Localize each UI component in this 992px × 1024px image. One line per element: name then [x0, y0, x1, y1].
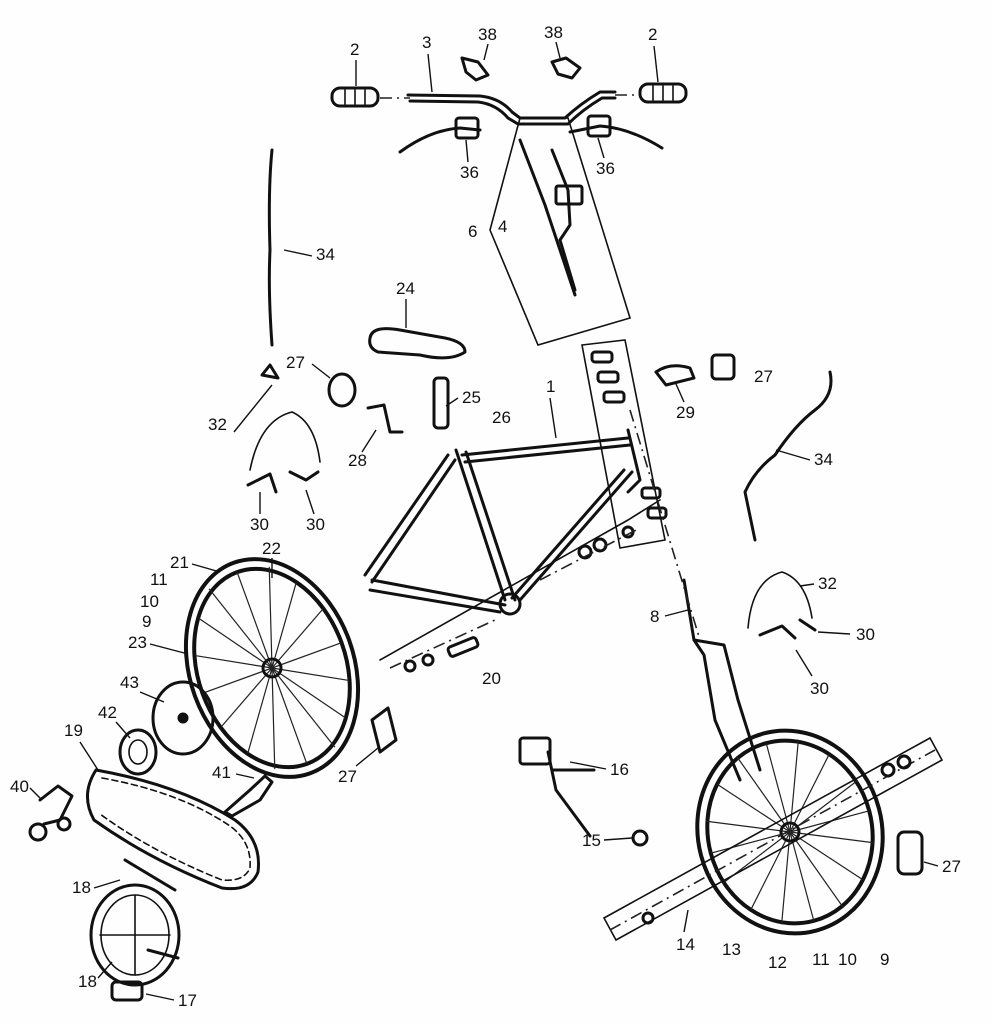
chainring [89, 883, 181, 987]
grip-left [330, 86, 380, 108]
saddle [368, 327, 467, 360]
callout-2-right: 2 [648, 25, 657, 44]
frame [363, 428, 642, 616]
front-brake-cable [743, 370, 833, 542]
callout-25: 25 [462, 388, 481, 407]
callout-9-front: 9 [880, 950, 889, 969]
callout-2-left: 2 [350, 40, 359, 59]
callout-11-front: 11 [812, 950, 830, 969]
kickstand-nut [631, 829, 649, 847]
callout-36-right: 36 [596, 159, 615, 178]
reflector-front [710, 353, 736, 381]
rear-wheel [183, 557, 361, 779]
front-derailleur [223, 774, 274, 818]
brake-lever-right [568, 114, 664, 150]
callout-27-rear: 27 [338, 767, 357, 786]
callout-34-front: 34 [814, 450, 833, 469]
grip-right [638, 82, 688, 104]
callout-3: 3 [422, 33, 431, 52]
callout-41: 41 [212, 763, 231, 782]
callout-38-right: 38 [544, 23, 563, 42]
callout-28: 28 [348, 451, 367, 470]
callout-8: 8 [650, 607, 659, 626]
callout-43: 43 [120, 673, 139, 692]
callout-10-rear: 10 [140, 592, 159, 611]
callout-13: 13 [722, 940, 741, 959]
callout-21: 21 [170, 553, 189, 572]
shifter-left [460, 56, 490, 82]
stem [489, 117, 632, 346]
handlebar [380, 90, 640, 126]
callout-30-d: 30 [810, 679, 829, 698]
rear-caliper [246, 363, 321, 494]
callout-34-rear: 34 [316, 245, 335, 264]
callout-26: 26 [492, 408, 511, 427]
freewheel-disc [151, 680, 215, 756]
callout-12: 12 [768, 953, 787, 972]
callout-15: 15 [582, 831, 601, 850]
chain [86, 768, 261, 891]
seat-post [432, 376, 450, 430]
shifter-right [550, 56, 582, 80]
callout-29: 29 [676, 403, 695, 422]
callout-10-front: 10 [838, 950, 857, 969]
rear-reflector-bracket [370, 706, 398, 754]
rear-sprocket [118, 728, 158, 776]
callout-labels: 1 2 2 3 4 6 8 9 9 10 10 11 11 12 13 14 1… [10, 23, 961, 1010]
reflector-seat [327, 372, 357, 408]
callout-14: 14 [676, 935, 695, 954]
callout-38-left: 38 [478, 25, 497, 44]
rear-brake-cable [267, 148, 274, 347]
reflector-wheel [896, 830, 924, 876]
callout-9-rear: 9 [142, 612, 151, 631]
bottom-bracket-parts [379, 499, 661, 673]
callout-40: 40 [10, 777, 29, 796]
callout-11-rear: 11 [150, 570, 168, 589]
callout-6: 6 [468, 222, 477, 241]
front-caliper [747, 571, 817, 640]
crank-arm [123, 858, 180, 960]
callout-36-left: 36 [460, 163, 479, 182]
callout-1: 1 [546, 377, 555, 396]
callout-17: 17 [178, 991, 197, 1010]
pedal [110, 980, 144, 1002]
callout-16: 16 [610, 760, 629, 779]
front-reflector-bracket [654, 364, 696, 387]
headset [581, 339, 668, 549]
fork [629, 409, 762, 782]
callout-42: 42 [98, 703, 117, 722]
callout-30-c: 30 [856, 625, 875, 644]
callout-30-a: 30 [250, 515, 269, 534]
callout-23: 23 [128, 633, 147, 652]
callout-4: 4 [498, 217, 507, 236]
callout-22: 22 [262, 539, 281, 558]
callout-24: 24 [396, 279, 415, 298]
callout-32-rear: 32 [208, 415, 227, 434]
callout-18-upper: 18 [72, 878, 91, 897]
callout-19: 19 [64, 721, 83, 740]
callout-27-seat: 27 [286, 353, 305, 372]
rear-derailleur [28, 784, 74, 842]
seat-clamp [366, 403, 404, 434]
callout-18-lower: 18 [78, 972, 97, 991]
kickstand [518, 736, 596, 838]
axle-nuts [641, 754, 912, 925]
callout-30-b: 30 [306, 515, 325, 534]
callout-27-wheel: 27 [942, 857, 961, 876]
callout-32-front: 32 [818, 574, 837, 593]
callout-27-front: 27 [754, 367, 773, 386]
brake-lever-left [398, 116, 482, 154]
front-wheel [602, 728, 944, 942]
callout-20: 20 [482, 669, 501, 688]
